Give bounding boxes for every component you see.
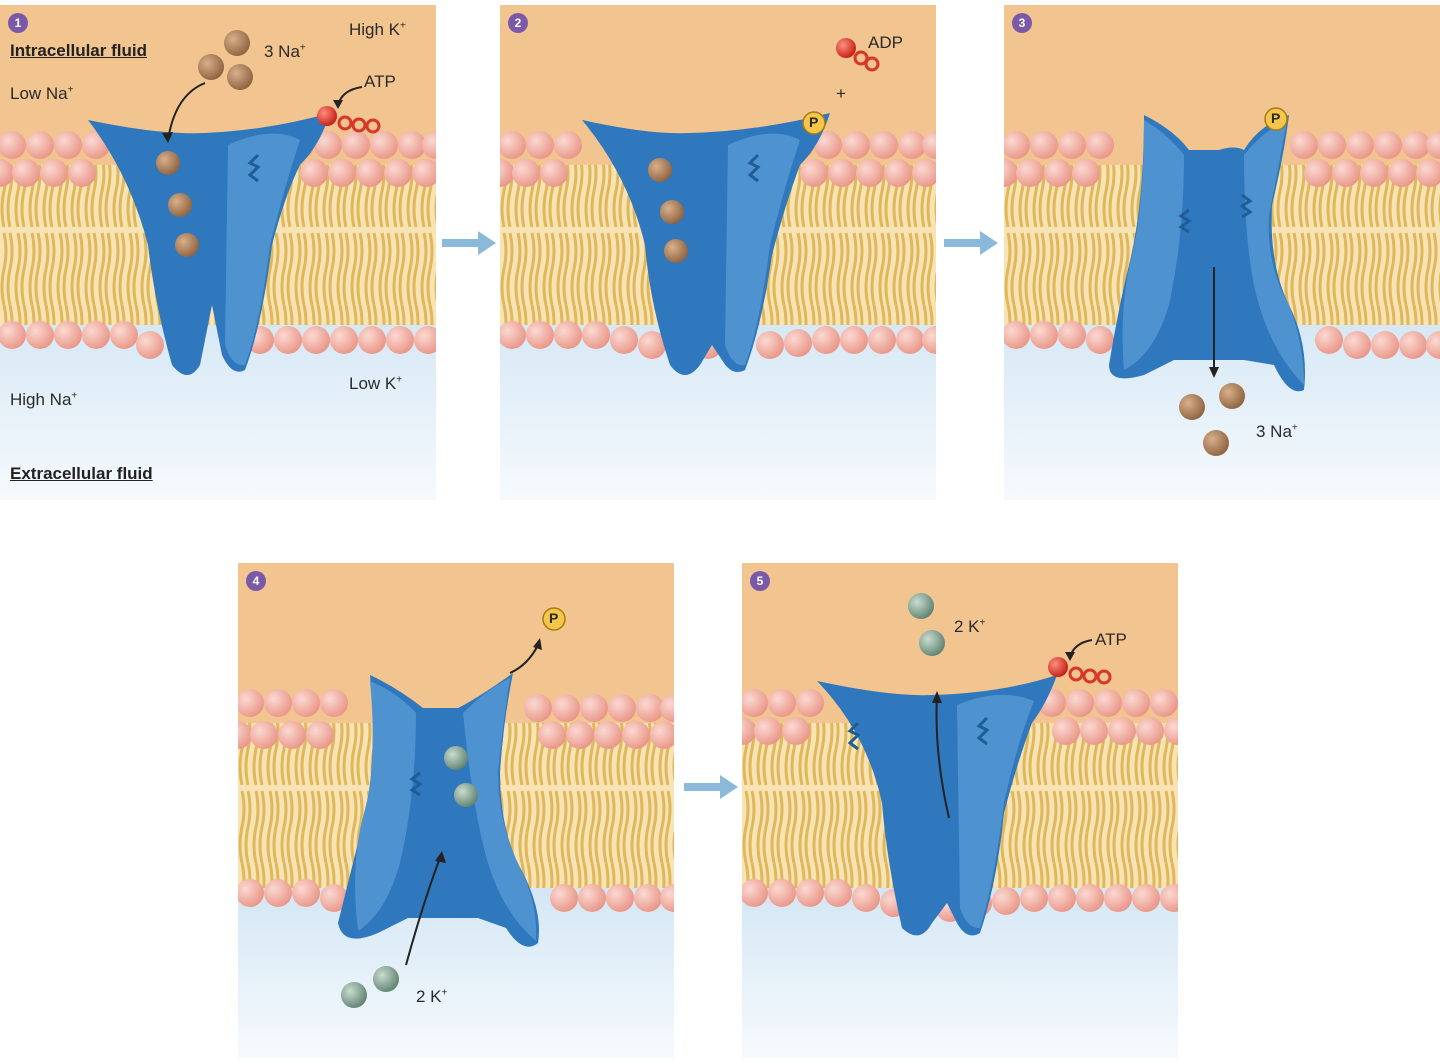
sodium-ions-bound bbox=[648, 158, 688, 263]
low-k-label: Low K+ bbox=[349, 374, 403, 393]
high-k-label: High K+ bbox=[349, 20, 406, 39]
step-2-panel: 2 P ADP + bbox=[500, 5, 936, 500]
step-3-panel: 3 P 3 Na+ bbox=[1004, 5, 1440, 500]
bottom-lipid-heads bbox=[0, 321, 436, 359]
membrane-scene bbox=[500, 5, 936, 500]
step-4-panel: 4 P 2 K+ bbox=[238, 563, 674, 1058]
potassium-ions-released bbox=[908, 593, 945, 656]
step-badge: 1 bbox=[8, 13, 28, 33]
sodium-ions-released bbox=[1179, 383, 1245, 456]
phosphate-label: P bbox=[809, 114, 819, 130]
atp-label: ATP bbox=[1095, 630, 1127, 649]
pump-protein bbox=[817, 675, 1057, 936]
lipid-heads bbox=[1004, 131, 1440, 359]
sodium-ions-bound bbox=[156, 151, 199, 257]
top-lipid-heads bbox=[0, 131, 436, 187]
step-1-panel: 1 Intracellular fluid Low Na+ High K+ 3 … bbox=[0, 5, 436, 500]
extracellular-label: Extracellular fluid bbox=[10, 464, 153, 483]
atp-molecule bbox=[317, 106, 381, 134]
phosphate-icon bbox=[542, 607, 566, 631]
membrane-scene bbox=[742, 563, 1178, 1058]
k-count-label: 2 K+ bbox=[416, 987, 448, 1006]
plus-sign: + bbox=[836, 84, 846, 103]
potassium-ions-incoming bbox=[341, 966, 399, 1008]
pump-protein-open-out bbox=[1109, 115, 1305, 392]
step-5-panel: 5 2 K+ ATP bbox=[742, 563, 1178, 1058]
na-count-label: 3 Na+ bbox=[264, 42, 306, 61]
flow-arrow-1-2 bbox=[442, 231, 496, 255]
step-badge: 4 bbox=[246, 571, 266, 591]
atp-label: ATP bbox=[364, 72, 396, 91]
high-na-label: High Na+ bbox=[10, 390, 78, 409]
intracellular-label: Intracellular fluid bbox=[10, 41, 147, 60]
phosphate-icon bbox=[1264, 107, 1288, 131]
phosphate-release-arrow bbox=[509, 644, 539, 674]
step-badge: 2 bbox=[508, 13, 528, 33]
potassium-entry-arrow bbox=[405, 854, 442, 966]
pump-protein-open-out bbox=[338, 673, 539, 947]
sodium-ions-incoming bbox=[198, 30, 253, 90]
pump-protein bbox=[582, 113, 830, 375]
flow-arrow-4-5 bbox=[684, 775, 738, 799]
pump-protein bbox=[88, 113, 330, 375]
membrane-scene bbox=[0, 5, 436, 500]
membrane-scene bbox=[238, 563, 674, 1058]
atp-molecule bbox=[1048, 657, 1112, 685]
adp-molecule bbox=[836, 38, 880, 72]
potassium-exit-arrow bbox=[935, 694, 950, 819]
membrane-scene bbox=[1004, 5, 1440, 500]
lipid-heads bbox=[238, 689, 674, 912]
sodium-entry-arrow bbox=[167, 82, 206, 141]
phosphate-icon bbox=[802, 111, 826, 135]
k-count-label: 2 K+ bbox=[954, 617, 986, 636]
phosphate-label: P bbox=[549, 610, 559, 626]
potassium-ions-bound bbox=[444, 746, 478, 807]
step-badge: 3 bbox=[1012, 13, 1032, 33]
na-count-label: 3 Na+ bbox=[1256, 422, 1298, 441]
step-badge: 5 bbox=[750, 571, 770, 591]
low-na-label: Low Na+ bbox=[10, 84, 74, 103]
flow-arrow-2-3 bbox=[944, 231, 998, 255]
phosphate-label: P bbox=[1271, 110, 1281, 126]
adp-label: ADP bbox=[868, 33, 903, 52]
